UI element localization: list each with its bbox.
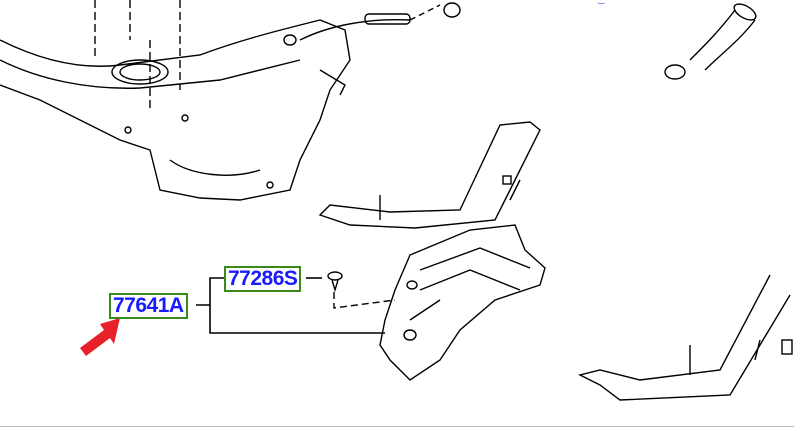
fuel-tank-illustration (0, 0, 461, 201)
fuel-tank-strap-upper (318, 121, 541, 229)
bottom-divider (0, 426, 794, 427)
red-pointer-arrow-icon (80, 318, 120, 356)
partial-label-fragment: ‿ (597, 0, 605, 4)
part-label-77641a[interactable]: 77641A (109, 293, 188, 319)
fuel-tank-strap-lower (577, 274, 793, 401)
fuel-tank-protector (379, 224, 546, 381)
clip-77286s-illustration (327, 271, 396, 309)
filler-hose-illustration (664, 3, 757, 80)
part-label-77286s[interactable]: 77286S (224, 266, 302, 292)
callout-leader-lines (196, 277, 385, 334)
